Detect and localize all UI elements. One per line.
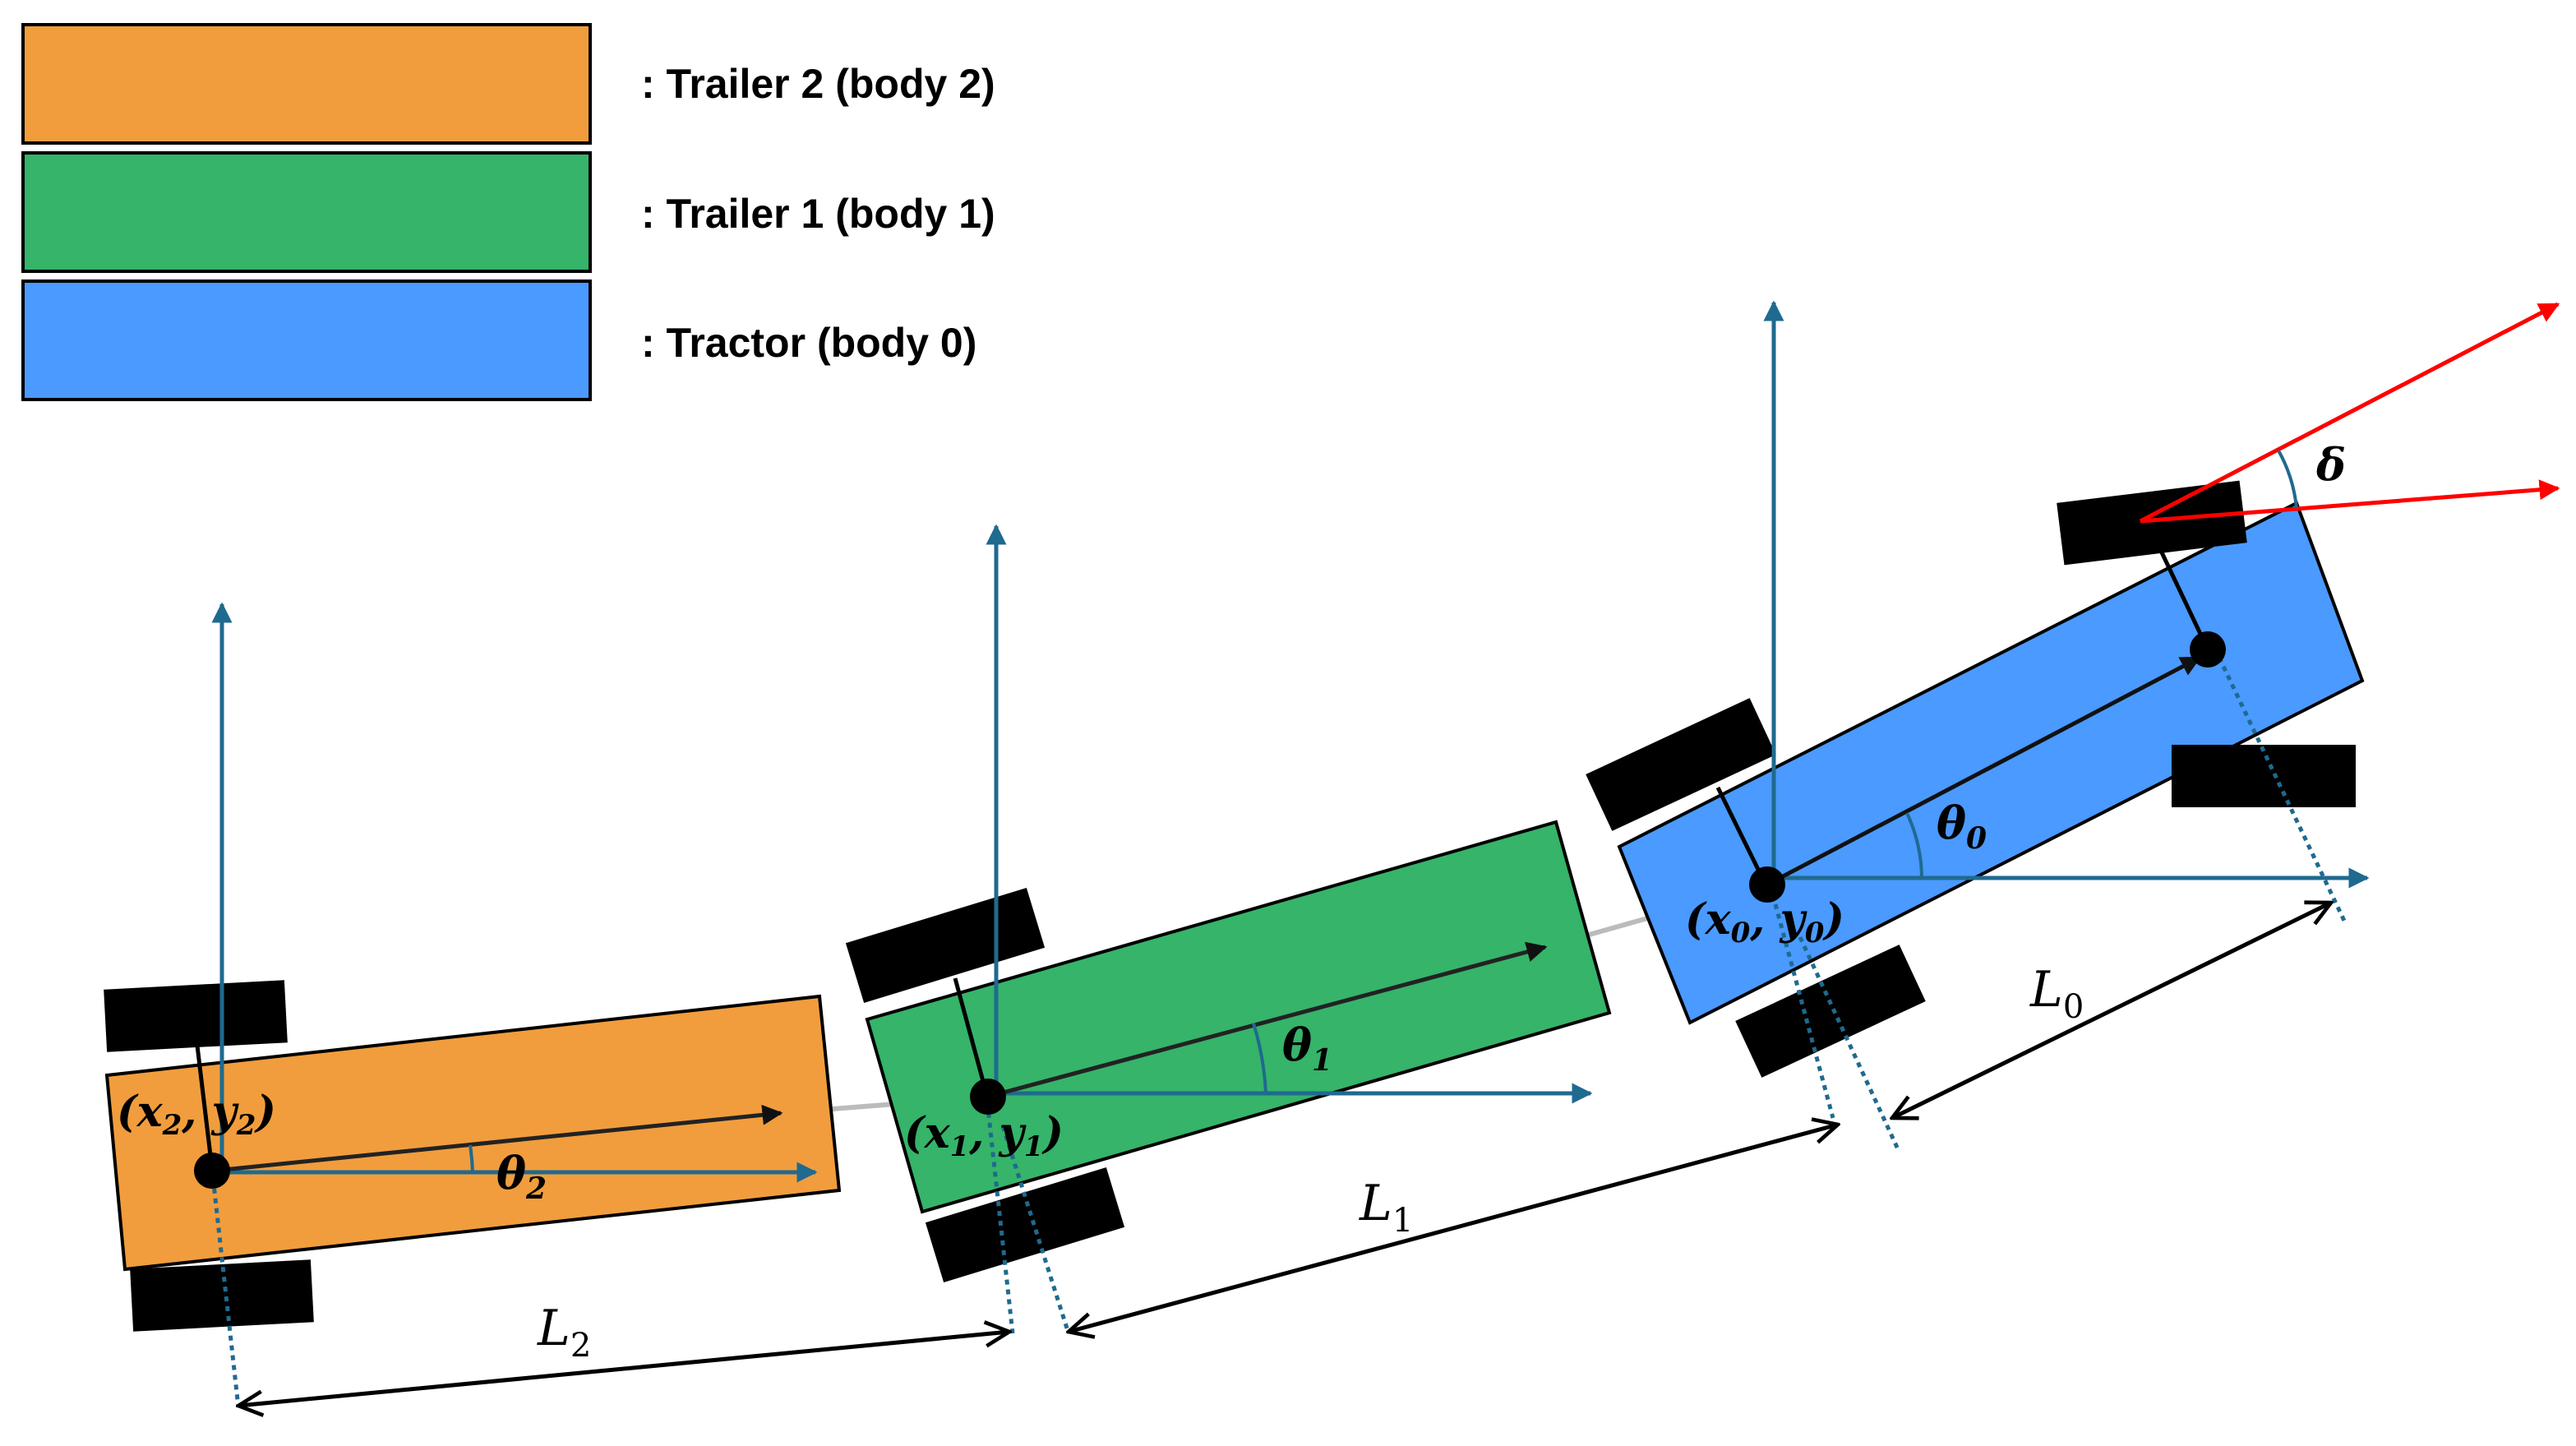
tractor-front-reference-point (2190, 631, 2226, 668)
tractor-rear-wheel-bottom (1735, 945, 1926, 1078)
tractor-rear-axle-dotted (1773, 903, 1835, 1119)
tractor-front-wheel-bottom (2172, 745, 2356, 807)
trailer2-group (104, 602, 842, 1408)
tractor-angle-arc (1905, 812, 1923, 879)
legend-label-trailer2: : Trailer 2 (body 2) (641, 61, 995, 107)
label-theta-2: θ2 (496, 1147, 547, 1206)
dimension-arrow-L1 (1069, 1125, 1838, 1332)
label-L1: L1 (1359, 1175, 1413, 1240)
tractor-heading-arrow (1766, 655, 2202, 887)
tractor-body (1617, 501, 2365, 1025)
label-theta-1: θ1 (1282, 1019, 1332, 1078)
label-L2: L2 (537, 1300, 591, 1365)
steering-angle-arc (2277, 450, 2298, 509)
legend-label-trailer1: : Trailer 1 (body 1) (641, 191, 995, 237)
trailer1-heading-arrow (987, 941, 1548, 1099)
trailer2-body (104, 994, 842, 1272)
trailer2-wheel-bottom (130, 1259, 314, 1332)
trailer1-axle-dotted-2 (1000, 1125, 1071, 1334)
trailer2-axle-line (195, 1045, 215, 1170)
steering-body-direction-arrow (2139, 302, 2560, 524)
trailer1-axle-dotted (984, 1093, 1015, 1334)
legend-swatch-trailer1 (21, 151, 592, 273)
tractor-rear-axle-line (1715, 786, 1768, 886)
tractor-front-wheel-top (2057, 480, 2247, 566)
dimension-arrow-L2 (238, 1332, 1009, 1406)
trailer1-angle-arc (1252, 1023, 1267, 1094)
trailer2-heading-arrow (215, 1104, 783, 1173)
trailer2-axle-dotted (210, 1168, 241, 1408)
label-L0: L0 (2029, 961, 2084, 1026)
label-theta-0: θ0 (1937, 797, 1987, 856)
trailer1-body (865, 820, 1612, 1214)
label-delta: δ (2315, 438, 2346, 491)
tractor-group (1586, 300, 2560, 1153)
trailer1-group (845, 524, 1612, 1334)
label-position-2: (x2, y2) (117, 1087, 276, 1142)
trailer1-reference-point (970, 1079, 1006, 1115)
label-position-1: (x1, y1) (904, 1108, 1064, 1163)
steering-wheel-direction-arrow (2140, 479, 2560, 524)
trailer2-angle-arc (469, 1144, 474, 1173)
tractor-rear-wheel-top (1586, 698, 1776, 831)
dimension-arrow-L0 (1892, 903, 2331, 1118)
tractor-rear-reference-point (1749, 866, 1785, 903)
legend-label-tractor: : Tractor (body 0) (641, 320, 977, 366)
trailer2-reference-point (194, 1153, 230, 1189)
legend-swatch-trailer2 (21, 23, 592, 145)
trailer2-wheel-top (104, 980, 288, 1052)
label-position-0: (x0, y0) (1685, 894, 1844, 949)
trailer1-axle-line (953, 977, 989, 1094)
legend-swatch-tractor (21, 279, 592, 401)
